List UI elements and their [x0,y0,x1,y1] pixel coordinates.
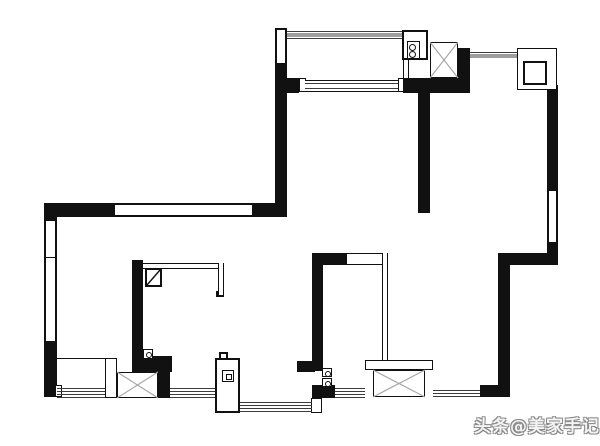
exterior-wall-left-lower [44,342,57,397]
interior-wall-bath-top-bar [312,253,347,265]
exterior-wall-right-upper [547,85,558,190]
exterior-wall-top-right-segment [252,203,287,217]
interior-wall-kitchen-shaft-side [458,48,470,79]
window-lines-top-balcony [287,31,402,39]
outlet-fixture-icon [322,368,332,377]
partition-bath-top [347,253,382,265]
interior-wall-bath-vertical [312,265,323,371]
balcony-railing-bottom-left-a [57,388,105,398]
fixture-circle-icon [325,380,331,387]
partition-closet-top [143,263,223,269]
door-column-notch [219,352,228,360]
fixture-circle-icon [145,352,152,358]
fixture-circle-icon [325,370,331,377]
shaft-hatch-icon-kitchen [430,42,458,78]
exterior-wall-right-jog [498,253,558,265]
partition-under-flue [403,60,409,78]
shaft-hatch-icon-bottom-middle [373,370,425,397]
exterior-wall-right-corner [547,242,558,254]
door-jamb-slideband-right [398,78,404,92]
interior-wall-middle-vertical [418,93,430,213]
exterior-wall-left-upper-vertical [275,63,287,217]
window-left-upper [44,220,57,258]
interior-wall-closet-vertical [132,260,143,358]
flue-fixture-icon [407,41,420,59]
exterior-wall-bottom-right-corner [480,385,510,397]
door-swing-icon-closet [145,268,162,287]
exterior-wall-left-corner [44,205,57,220]
balcony-railing-bottom-left-b [170,388,215,398]
interior-wall-bath-left-stub [297,361,315,372]
fixture-circle-icon [409,51,416,58]
column-bar-bottom-middle [365,360,433,370]
column-box-bottom-left [105,358,117,398]
door-pivot-box [143,349,153,359]
window-top-wall [115,203,252,217]
shaft-inner-square [523,61,547,85]
balcony-railing-bottom-right [433,390,480,398]
door-pivot-icon [226,374,232,380]
interior-wall-kitchen-bar [403,78,470,93]
balcony-threshold-line [57,358,105,359]
interior-wall-shaft-edge [158,372,170,398]
interior-wall-closet-bottom-bar [132,356,172,372]
exterior-wall-right-lower-vertical [498,265,510,386]
balcony-railing-bottom-middle [335,388,365,398]
door-swing-icon-bottom [222,370,234,382]
balcony-railing-bottom-middle-low [240,402,312,414]
window-lines-top-right [470,52,517,58]
interior-wall-bath-bottom-block [312,385,335,398]
wall-stub-balcony-door-left [287,78,299,93]
sliding-door-track [305,80,398,92]
fixture-circle-icon [409,44,416,51]
window-top-left [275,28,287,65]
window-left-lower [44,257,57,342]
window-right-wall [547,190,558,243]
exterior-wall-top-left-segment [44,203,115,217]
door-column-bottom [215,358,240,413]
shaft-hatch-icon-bottom-left [117,372,158,398]
door-jamb-bottom-balcony [311,398,322,413]
outlet-fixture-icon [322,378,332,387]
partition-bath-right [382,253,388,360]
partition-closet-right [218,263,224,295]
watermark-text: 头条@美家手记 [474,417,600,437]
